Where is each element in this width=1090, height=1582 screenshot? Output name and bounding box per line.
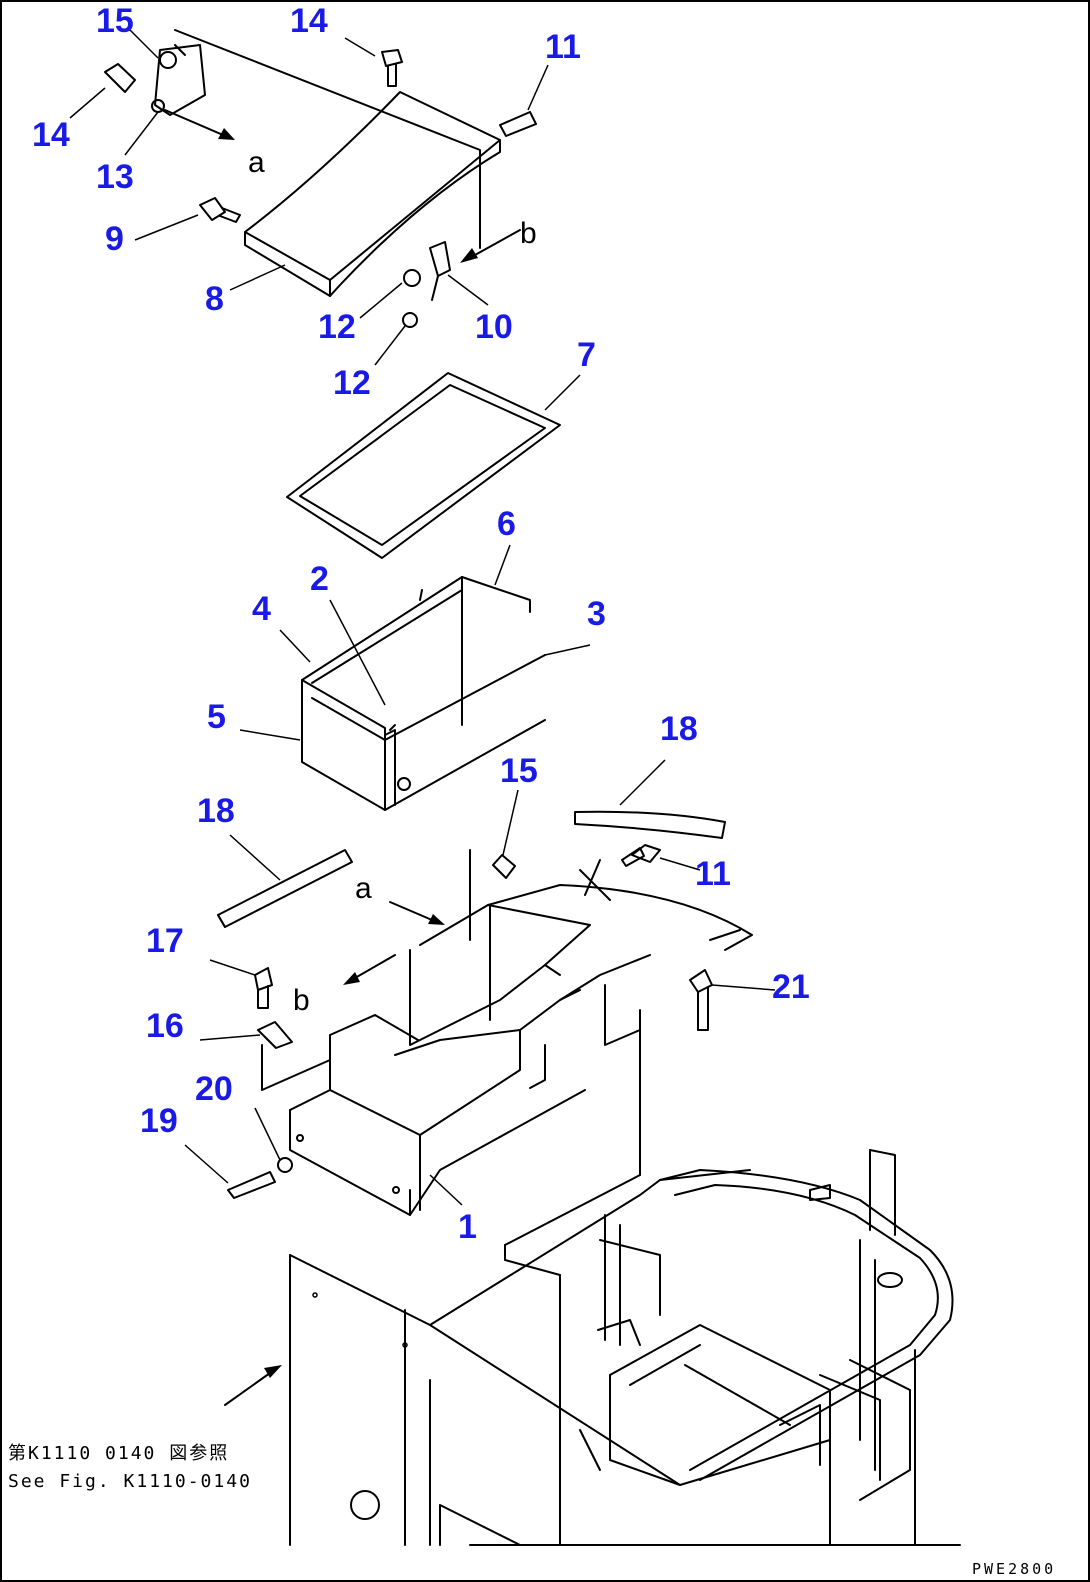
callout-4: 4 [252, 590, 271, 628]
callout-21: 21 [772, 968, 810, 1006]
callout-17: 17 [146, 922, 184, 960]
bracket-frame-part-1 [261, 849, 753, 1216]
leader-lines [69, 29, 776, 1206]
callout-14-top: 14 [290, 2, 328, 40]
callout-11-top: 11 [545, 28, 581, 66]
callout-10: 10 [475, 308, 513, 346]
view-marker-a-bottom: a [355, 872, 372, 905]
clip-16 [257, 1021, 293, 1049]
callout-9: 9 [105, 220, 124, 258]
callout-2: 2 [310, 560, 329, 598]
view-marker-a-top: a [248, 146, 265, 179]
callout-6: 6 [497, 505, 516, 543]
callout-3: 3 [587, 595, 606, 633]
bolt-11-top [499, 111, 537, 137]
callout-18-left: 18 [197, 792, 235, 830]
callout-15-top: 15 [96, 2, 134, 40]
gasket-part-7 [286, 372, 561, 559]
view-marker-b-top: b [520, 217, 537, 250]
callout-18-right: 18 [660, 710, 698, 748]
callout-8: 8 [205, 280, 224, 318]
callout-7: 7 [577, 336, 596, 374]
reference-note-english: See Fig. K1110-0140 [8, 1471, 252, 1492]
bolt-21 [689, 969, 713, 1031]
box-assembly [301, 576, 546, 811]
bracket-10 [429, 241, 451, 301]
callout-5: 5 [207, 698, 226, 736]
bolt-19-washer-20 [227, 1157, 293, 1199]
callout-numbers: 15 14 11 14 13 9 8 12 10 12 7 6 2 4 3 5 … [32, 2, 810, 1246]
callout-14-left: 14 [32, 116, 70, 154]
nut-12-b [402, 312, 418, 328]
drawing-code: PWE2800 [972, 1560, 1056, 1578]
view-marker-b-bottom: b [293, 984, 310, 1017]
machine-frame [289, 1149, 961, 1546]
callout-11-lower: 11 [695, 855, 731, 893]
callout-19: 19 [140, 1102, 178, 1140]
rubber-strip-18-left [217, 849, 353, 928]
hinge-assembly [104, 44, 206, 116]
callout-16: 16 [146, 1007, 184, 1045]
callout-20: 20 [195, 1070, 233, 1108]
bolt-15-lower [492, 854, 516, 879]
callout-13: 13 [96, 158, 134, 196]
callout-15-lower: 15 [500, 752, 538, 790]
rubber-strip-18-right [574, 810, 726, 839]
reference-note-japanese: 第K1110 0140 図参照 [8, 1443, 229, 1464]
bolt-9 [199, 197, 241, 223]
callout-12-a: 12 [318, 308, 356, 346]
callout-1: 1 [458, 1208, 477, 1246]
bolt-14-top [381, 49, 403, 87]
cover-part-8 [174, 29, 501, 297]
bolt-11-lower [621, 844, 661, 867]
callout-12-b: 12 [333, 364, 371, 402]
bolt-17 [254, 967, 273, 1009]
nut-12-a [403, 269, 421, 287]
